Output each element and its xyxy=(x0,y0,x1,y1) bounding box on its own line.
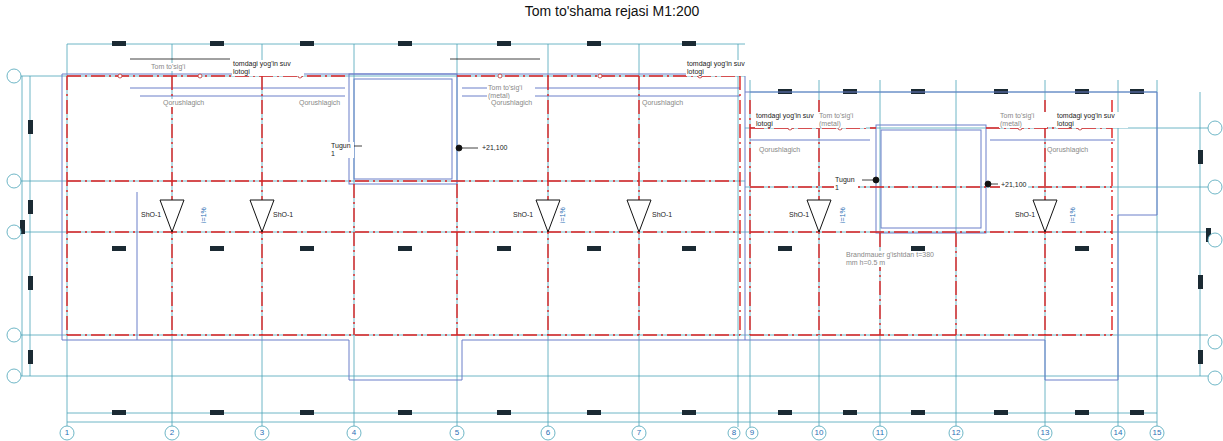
plan-label: Qorushlagich xyxy=(758,146,801,154)
plan-label: tomdagi yog'in suv lotogi xyxy=(232,60,304,76)
dimension-tags xyxy=(20,41,1211,415)
plan-label: Tugun 1 xyxy=(330,142,354,158)
beam-lines xyxy=(67,76,1112,335)
plan-label: ShO-1 xyxy=(788,211,810,219)
leaders xyxy=(130,59,998,187)
plan-label: Qorushlagich xyxy=(1046,146,1089,154)
axis-number: 9 xyxy=(749,429,755,437)
plan-label: +21,100 xyxy=(1000,181,1028,189)
building-outline xyxy=(62,74,1157,380)
axis-number: 2 xyxy=(169,429,175,437)
funnel-symbols xyxy=(160,200,1057,232)
plan-label: ShO-1 xyxy=(272,211,294,219)
plan-label: i=1% xyxy=(839,206,847,224)
plan-label: tomdagi yog'in suv lotogi xyxy=(1056,112,1128,128)
drawing-title: Tom to'shama rejasi M1:200 xyxy=(525,3,700,19)
plan-label: Qorushlagich xyxy=(162,99,205,107)
plan-label: ShO-1 xyxy=(651,211,673,219)
axis-number: 14 xyxy=(1113,429,1124,437)
plan-label: +21,100 xyxy=(481,144,509,152)
axis-number: 8 xyxy=(731,429,737,437)
plan-label: i=1% xyxy=(200,206,208,224)
plan-label: i=1% xyxy=(1069,206,1077,224)
plan-label: tomdagi yog'in suv lotogi xyxy=(686,60,758,76)
plan-label: Qorushlagich xyxy=(298,99,341,107)
axis-number: 11 xyxy=(875,429,885,437)
axis-number: 6 xyxy=(545,429,551,437)
axis-number: 10 xyxy=(814,429,825,437)
plan-label: Tom to'sig'i xyxy=(150,63,186,71)
plan-label: Tom to'sig'i (metal) xyxy=(818,112,866,128)
plan-label: ShO-1 xyxy=(512,211,534,219)
plan-label: i=1% xyxy=(559,206,567,224)
plan-label: Brandmauer g'ishtdan t=380 mm h=0.5 m xyxy=(845,251,937,267)
plan-label: ShO-1 xyxy=(1014,211,1036,219)
axis-number: 15 xyxy=(1152,429,1163,437)
axis-number: 5 xyxy=(454,429,460,437)
axis-number: 7 xyxy=(636,429,642,437)
axis-number: 13 xyxy=(1040,429,1051,437)
axis-number: 3 xyxy=(259,429,265,437)
axis-number: 1 xyxy=(64,429,70,437)
plan-label: Tugun 1 xyxy=(834,176,858,192)
plan-label: Qorushlagich xyxy=(641,99,684,107)
plan-label: Tom to'sig'i (metal) xyxy=(487,84,535,100)
axis-grid xyxy=(20,44,1208,427)
plan-label: ShO-1 xyxy=(140,211,162,219)
axis-markers xyxy=(7,69,1222,440)
plan-label: Qorushlagich xyxy=(490,99,533,107)
drain-points xyxy=(118,74,1082,130)
plan-label: tomdagi yog'in suv lotogi xyxy=(755,112,827,128)
plan-label: Tom to'sig'i (metal) xyxy=(999,112,1047,128)
axis-number: 4 xyxy=(351,429,357,437)
axis-number: 12 xyxy=(951,429,962,437)
